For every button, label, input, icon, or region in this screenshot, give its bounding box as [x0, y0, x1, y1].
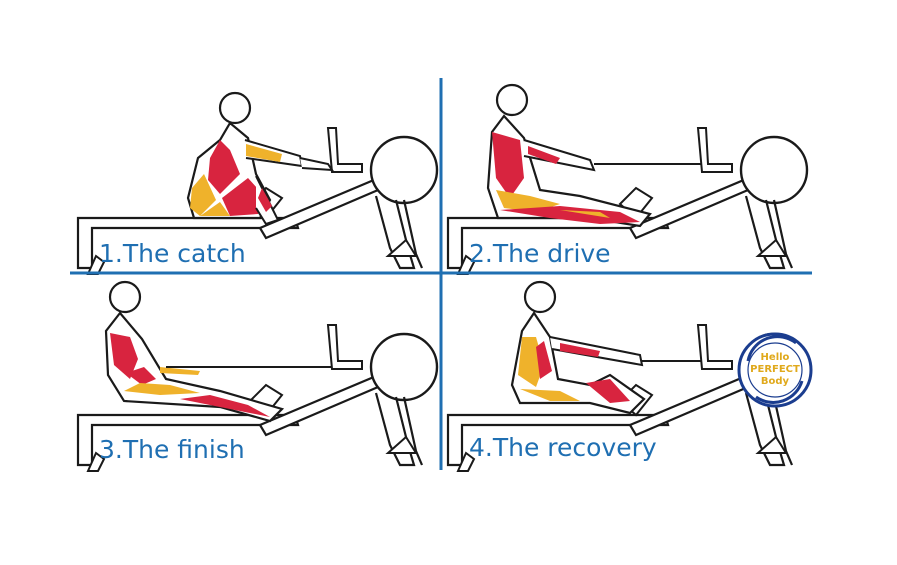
- logo-ring-icon: [737, 332, 813, 408]
- logo-line-3: Body: [760, 376, 790, 387]
- hello-perfect-body-logo: Hello PERFECT Body: [736, 331, 814, 409]
- logo-line-1: Hello: [760, 352, 790, 363]
- label-finish: 3.The finish: [99, 435, 245, 464]
- label-catch: 1.The catch: [99, 239, 246, 268]
- logo-line-2: PERFECT: [750, 364, 800, 375]
- label-drive: 2.The drive: [469, 239, 611, 268]
- label-recovery: 4.The recovery: [469, 433, 657, 462]
